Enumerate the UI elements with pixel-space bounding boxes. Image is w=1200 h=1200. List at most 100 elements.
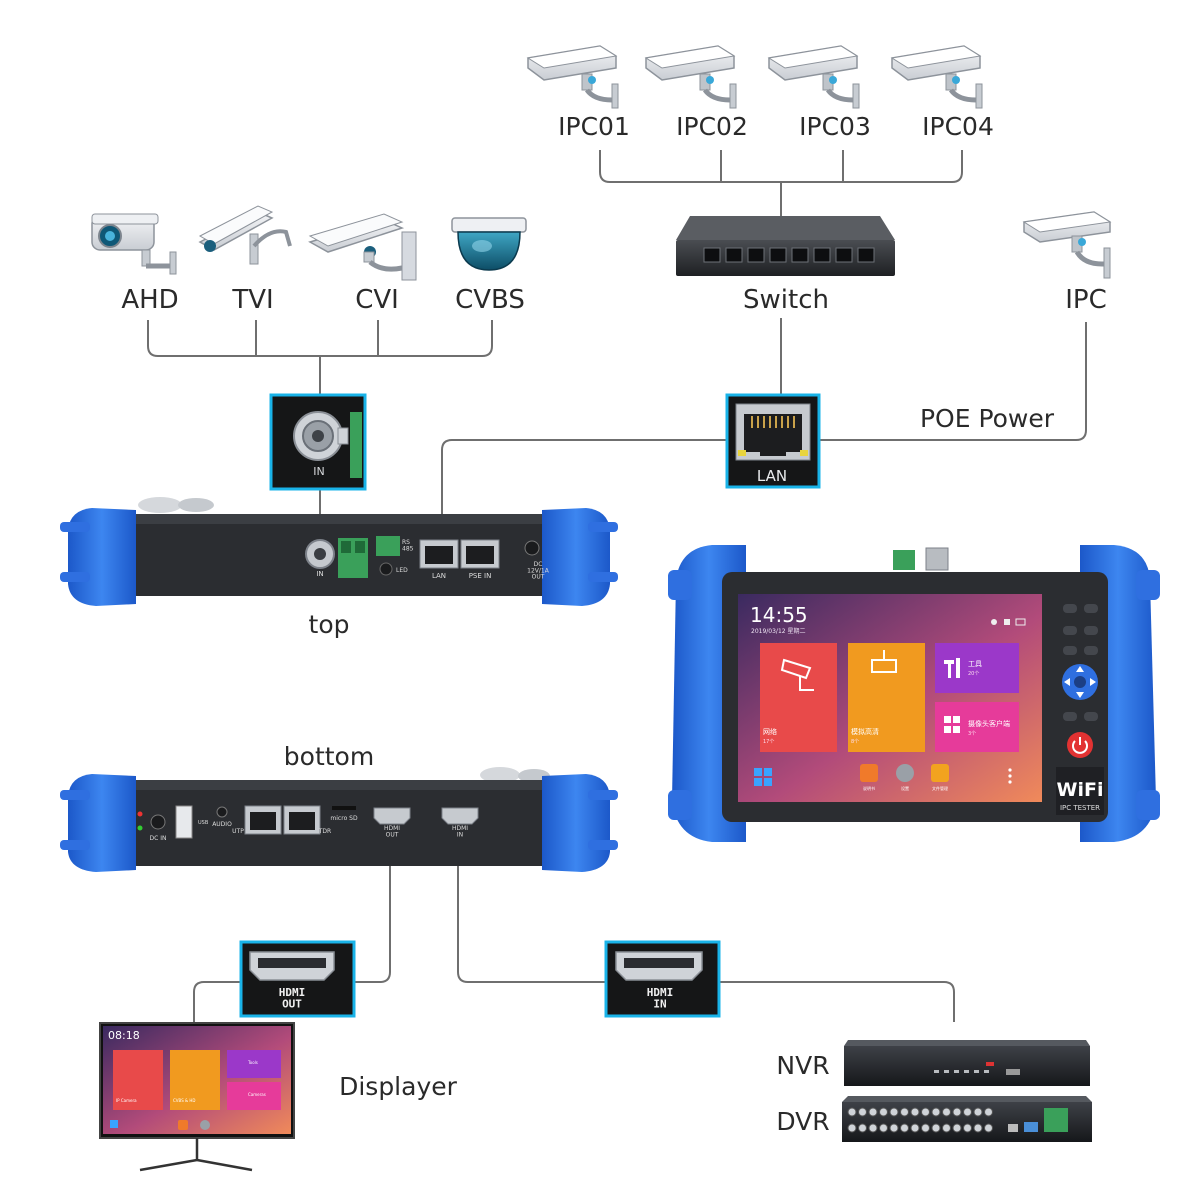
dvr-bnc-port <box>858 1123 867 1133</box>
displayer-tile-ipcamera: IP Camera <box>116 1098 137 1103</box>
top-lan-label: LAN <box>432 572 446 580</box>
dvr-bnc-port <box>984 1107 993 1117</box>
displayer-tile-tools: Tools <box>247 1060 258 1065</box>
nvr-label: NVR <box>776 1051 829 1080</box>
device-date: 2019/03/12 星期二 <box>751 627 806 635</box>
cctv-icon <box>780 650 897 691</box>
dock-files-label: 文件管理 <box>932 785 948 791</box>
dvr-bnc-port <box>900 1107 909 1117</box>
analog-camera-row: AHD TVI CVI CVBS <box>91 205 527 315</box>
bnc-connector-icon <box>293 411 349 461</box>
box-camera-icon <box>198 205 292 265</box>
led-label: LED <box>396 567 408 574</box>
dome-camera-icon <box>451 217 527 271</box>
switch-label: Switch <box>743 285 829 315</box>
more-icon <box>1008 768 1012 784</box>
displayer-clock: 08:18 <box>108 1029 140 1042</box>
dvr-bnc-port <box>868 1107 878 1117</box>
tester-bottom-panel: bottom DC IN USB AUDIO UTP TDR micro SD … <box>60 742 618 872</box>
dvr-bnc-port <box>879 1123 888 1133</box>
top-lan-ports <box>419 539 500 569</box>
box-camera-icon <box>308 213 417 281</box>
ipc-camera-icon <box>644 45 737 109</box>
tools-icon <box>944 658 960 678</box>
recorders: NVR DVR <box>776 1040 1092 1142</box>
app-tile-tools <box>935 643 1019 693</box>
side-key <box>1063 646 1077 655</box>
dvr-bnc-port <box>868 1123 878 1133</box>
micro-sd-label: micro SD <box>330 815 358 822</box>
dvr-bnc-port <box>963 1107 972 1117</box>
dvr-bnc-port <box>973 1123 983 1133</box>
side-key <box>1063 712 1077 721</box>
switch-port <box>835 247 853 263</box>
dc-in-label: DC IN <box>150 835 167 842</box>
power-icon <box>1067 732 1093 758</box>
analog-label-tvi: TVI <box>231 285 273 315</box>
dvr-bnc-port <box>973 1107 983 1117</box>
ipc-camera-icon <box>526 45 619 109</box>
displayer-tile-cameras: Cameras <box>248 1092 266 1097</box>
switch-port <box>725 247 743 263</box>
dvr-bnc-port <box>952 1123 962 1133</box>
tile-analog-title: 模拟高清 <box>851 727 879 736</box>
dvr-bnc-port <box>889 1107 899 1117</box>
dvr-bnc-port <box>984 1123 993 1133</box>
switch-port <box>857 247 875 263</box>
dock-settings-label: 设置 <box>901 785 909 791</box>
top-caption: top <box>309 610 350 639</box>
bottom-caption: bottom <box>284 742 374 771</box>
poe-power-label: POE Power <box>920 404 1055 433</box>
analog-label-cvbs: CVBS <box>455 285 525 315</box>
dvr-bnc-port <box>847 1123 857 1133</box>
switch-port <box>769 247 787 263</box>
side-key <box>1084 626 1098 635</box>
tile-client-sub: 3个 <box>968 731 976 737</box>
dvr-bnc-port <box>931 1107 941 1117</box>
hdmi-in-port-icon <box>441 807 479 825</box>
top-bnc-label: IN <box>316 570 323 578</box>
app-tile-network <box>760 643 837 752</box>
dvr-bnc-port <box>847 1107 857 1117</box>
dvr-bnc-port <box>910 1107 920 1117</box>
side-key <box>1063 604 1077 613</box>
dock-manual-icon <box>860 764 878 782</box>
dvr-bnc-port <box>942 1123 951 1133</box>
side-key <box>1084 646 1098 655</box>
ipc-camera-icon <box>890 45 983 109</box>
switch-port <box>703 247 721 263</box>
lan-callout-label: LAN <box>757 467 787 485</box>
dock-manual-label: 说明书 <box>863 785 875 791</box>
switch-port <box>747 247 765 263</box>
bnc-port-icon <box>305 539 335 569</box>
usb-port-icon <box>175 805 193 839</box>
windows-icon <box>754 768 772 786</box>
analog-label-ahd: AHD <box>121 285 178 315</box>
side-key <box>1063 626 1077 635</box>
side-keypad <box>1063 604 1098 721</box>
dvr-bnc-port <box>889 1123 899 1133</box>
displayer-tile-cvbs: CVBS & HD <box>173 1098 196 1103</box>
dpad-icon <box>1062 664 1098 700</box>
hdmi-out-port-icon <box>373 807 411 825</box>
dvr-label: DVR <box>776 1107 829 1136</box>
nvr-device <box>844 1040 1090 1086</box>
dvr-bnc-port <box>900 1123 909 1133</box>
displayer-label: Displayer <box>339 1072 458 1101</box>
dvr-bnc-port <box>858 1107 867 1117</box>
ipc-label-2: IPC02 <box>676 112 748 141</box>
bnc-in-callout: IN <box>269 393 367 491</box>
dvr-bnc-port <box>879 1107 888 1117</box>
camera-client-icon <box>944 716 960 733</box>
bnc-in-label: IN <box>313 465 324 478</box>
switch-port <box>791 247 809 263</box>
ipc-camera-icon <box>1022 211 1112 279</box>
